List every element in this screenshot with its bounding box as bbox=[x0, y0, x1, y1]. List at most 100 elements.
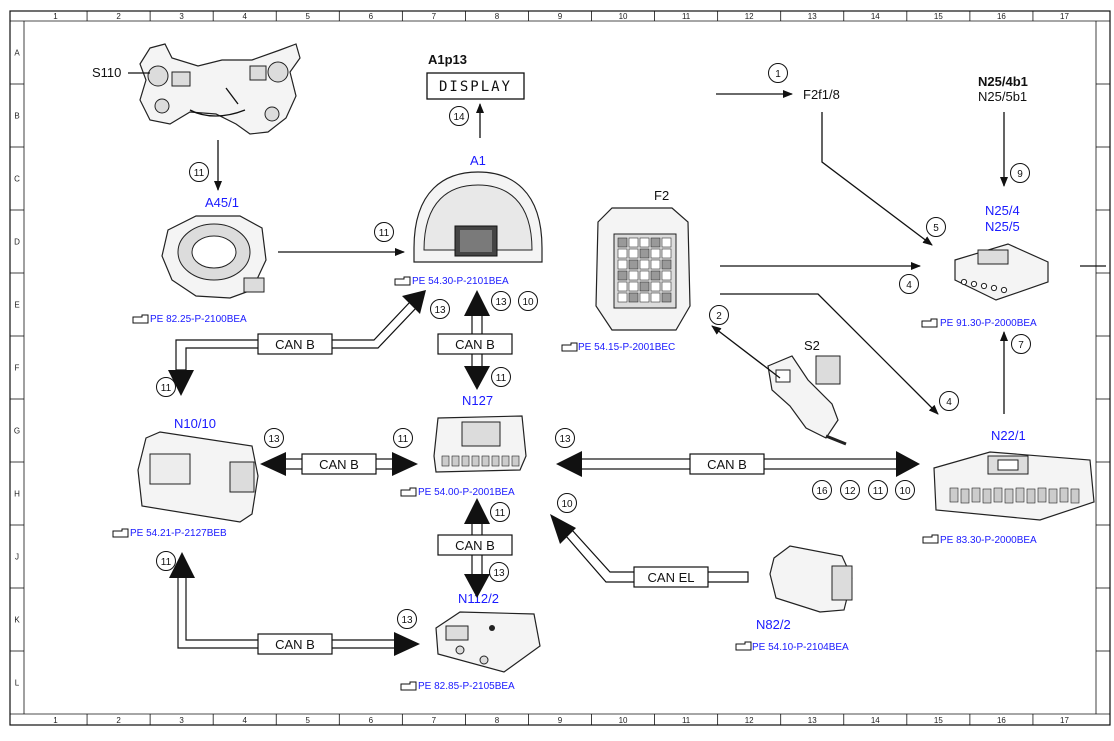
connector-pin bbox=[441, 455, 450, 467]
fuse-cell bbox=[628, 237, 639, 248]
svg-text:13: 13 bbox=[559, 434, 571, 445]
connector-pin bbox=[501, 455, 510, 467]
grid-column-label: 5 bbox=[306, 716, 311, 725]
can-b-label-1: CAN B bbox=[275, 337, 315, 352]
fuse-cell bbox=[639, 237, 650, 248]
f2f1-8-label: F2f1/8 bbox=[803, 87, 840, 102]
connector-pin bbox=[1037, 487, 1047, 503]
grid-column-label: 10 bbox=[619, 716, 628, 725]
fuse-cell bbox=[628, 270, 639, 281]
n82-2-ref: PE 54.10-P-2104BEA bbox=[752, 642, 849, 653]
grid-column-label: 4 bbox=[242, 716, 247, 725]
fuse-cell bbox=[661, 270, 672, 281]
grid-column-label: 16 bbox=[997, 716, 1006, 725]
fuse-cell bbox=[639, 281, 650, 292]
grid-column-label: 1 bbox=[53, 716, 58, 725]
connector-pin bbox=[980, 282, 988, 290]
svg-text:10: 10 bbox=[899, 486, 911, 497]
display-text: DISPLAY bbox=[439, 79, 512, 95]
fuse-cell bbox=[650, 281, 661, 292]
a1-instrument-cluster: A1 PE 54.30-P-2101BEA bbox=[412, 153, 543, 287]
fuse-cell bbox=[650, 237, 661, 248]
connector-pin bbox=[1004, 488, 1014, 504]
grid-row-label: K bbox=[14, 616, 20, 625]
fuse-cell bbox=[650, 292, 661, 303]
n22-1-label: N22/1 bbox=[991, 428, 1026, 443]
svg-text:11: 11 bbox=[161, 383, 172, 394]
n82-2-module: N82/2 PE 54.10-P-2104BEA bbox=[752, 545, 853, 653]
badge-10-b: 10 bbox=[895, 480, 915, 500]
svg-text:14: 14 bbox=[453, 112, 465, 123]
n25-4b1-label: N25/4b1 bbox=[978, 74, 1028, 89]
fuse-cell bbox=[617, 270, 628, 281]
signal-wires bbox=[214, 90, 1106, 415]
pointing-hand-icon bbox=[400, 487, 417, 497]
reference-hand-icons bbox=[112, 276, 939, 691]
n127-ref: PE 54.00-P-2001BEA bbox=[418, 487, 515, 498]
a45-1-label: A45/1 bbox=[205, 195, 239, 210]
fuse-cell bbox=[661, 237, 672, 248]
grid-column-label: 3 bbox=[179, 716, 184, 725]
svg-text:1: 1 bbox=[775, 69, 781, 80]
f2-fuse-box: F2 PE 54.15-P-2001BEC bbox=[578, 188, 691, 353]
signal-number-badges: 1 14 11 9 11 5 4 13 13 10 2 7 11 11 4 13… bbox=[156, 63, 1031, 629]
s110-label: S110 bbox=[92, 65, 121, 80]
badge-11-a: 11 bbox=[189, 162, 209, 182]
grid-column-label: 6 bbox=[369, 716, 374, 725]
grid-row-label: J bbox=[15, 553, 19, 562]
badge-1: 1 bbox=[768, 63, 788, 83]
grid-column-label: 11 bbox=[682, 716, 691, 725]
grid-row-label: D bbox=[14, 238, 20, 247]
pointing-hand-icon bbox=[394, 276, 411, 286]
grid-column-label: 14 bbox=[871, 716, 880, 725]
connector-pin bbox=[982, 488, 992, 504]
grid-column-label: 17 bbox=[1060, 716, 1069, 725]
badge-12: 12 bbox=[840, 480, 860, 500]
badge-13-b: 13 bbox=[491, 291, 511, 311]
svg-text:13: 13 bbox=[401, 615, 413, 626]
n25-5-label: N25/5 bbox=[985, 219, 1020, 234]
can-b-tag-2 bbox=[437, 333, 513, 355]
connector-pin bbox=[491, 455, 500, 467]
fuse-cell bbox=[617, 237, 628, 248]
connector-pin bbox=[993, 487, 1003, 503]
svg-text:10: 10 bbox=[522, 297, 534, 308]
svg-text:5: 5 bbox=[933, 223, 939, 234]
can-el-label: CAN EL bbox=[648, 570, 695, 585]
connector-pin bbox=[451, 455, 460, 467]
connector-pin bbox=[1048, 488, 1058, 504]
fuse-cell bbox=[617, 281, 628, 292]
pointing-hand-icon bbox=[400, 681, 417, 691]
svg-text:11: 11 bbox=[161, 557, 172, 568]
connector-pin bbox=[461, 455, 470, 467]
svg-text:13: 13 bbox=[434, 305, 446, 316]
grid-column-label: 2 bbox=[116, 716, 121, 725]
n127-label: N127 bbox=[462, 393, 493, 408]
n22-1-ref: PE 83.30-P-2000BEA bbox=[940, 535, 1037, 546]
n112-2-module: N112/2 PE 82.85-P-2105BEA bbox=[418, 591, 541, 692]
fuse-cell bbox=[628, 281, 639, 292]
badge-11-f: 11 bbox=[868, 480, 888, 500]
n82-2-label: N82/2 bbox=[756, 617, 791, 632]
fuse-cell bbox=[628, 259, 639, 270]
grid-column-label: 12 bbox=[745, 12, 754, 21]
n25-4-control-unit: N25/4 N25/5 PE 91.30-P-2000BEA bbox=[940, 203, 1049, 329]
badge-11-b: 11 bbox=[374, 222, 394, 242]
badge-13-e: 13 bbox=[489, 562, 509, 582]
fuse-cell bbox=[617, 292, 628, 303]
f2-ref: PE 54.15-P-2001BEC bbox=[578, 342, 675, 353]
badge-13-c: 13 bbox=[264, 428, 284, 448]
fuse-cell bbox=[639, 270, 650, 281]
fuse-cell bbox=[639, 292, 650, 303]
a1p13-label: A1p13 bbox=[428, 52, 467, 67]
fuse-cell bbox=[628, 292, 639, 303]
can-b-label-2: CAN B bbox=[455, 337, 495, 352]
badge-2: 2 bbox=[709, 305, 729, 325]
badge-4-b: 4 bbox=[939, 391, 959, 411]
grid-column-label: 15 bbox=[934, 12, 943, 21]
svg-text:11: 11 bbox=[495, 508, 506, 519]
connector-pin bbox=[481, 455, 490, 467]
grid-column-label: 16 bbox=[997, 12, 1006, 21]
pointing-hand-icon bbox=[922, 534, 939, 544]
